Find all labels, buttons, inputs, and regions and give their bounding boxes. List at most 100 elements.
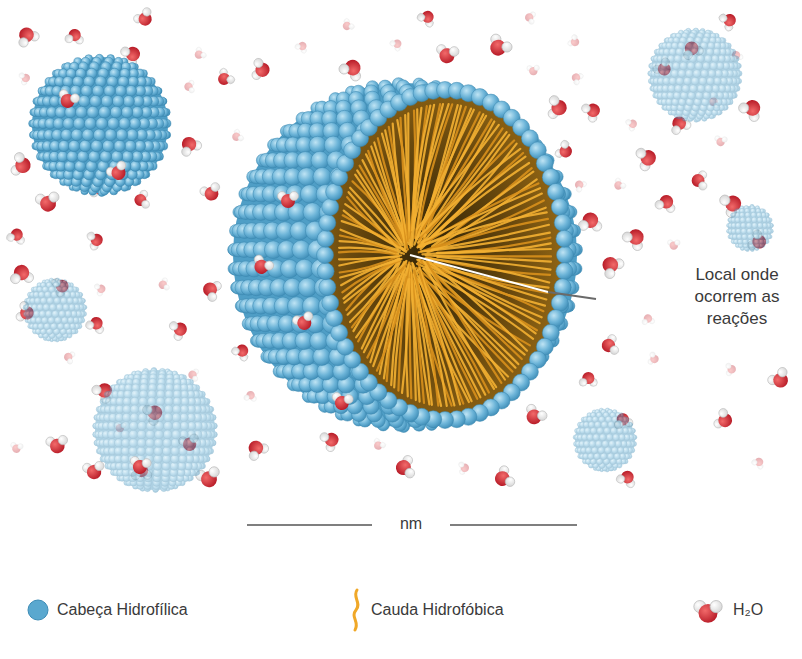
water-molecule <box>10 151 33 178</box>
hydrogen <box>389 39 397 47</box>
hydrophilic-head <box>708 70 716 78</box>
hydrophilic-head <box>44 291 51 298</box>
hydrogen <box>318 431 330 443</box>
hydrophilic-head <box>49 304 56 311</box>
hydrophilic-head <box>588 421 594 427</box>
water-molecule <box>416 7 439 29</box>
hydrogen <box>84 320 95 331</box>
water-molecule <box>718 9 740 33</box>
water-molecule <box>712 407 735 432</box>
hydrogen <box>670 124 682 136</box>
hydrophilic-head <box>59 310 66 317</box>
hydrogen <box>500 40 514 54</box>
micelle-base <box>95 370 215 490</box>
hydrophilic-head <box>38 323 44 329</box>
hydrophilic-head <box>593 434 600 441</box>
hydrogen <box>206 291 218 303</box>
hydrophilic-head <box>758 234 764 240</box>
water-molecule <box>128 456 152 476</box>
water-molecule <box>611 177 627 193</box>
hydrophilic-head <box>145 447 154 456</box>
hydrophilic-head <box>751 217 757 223</box>
hydrophilic-head <box>614 421 621 428</box>
water-molecule <box>567 34 582 50</box>
hydrogen <box>348 23 356 31</box>
water-molecule <box>654 192 678 213</box>
water-molecule <box>620 224 649 253</box>
hydrophilic-head <box>128 76 139 87</box>
hydrophilic-head <box>164 413 173 422</box>
hydrophilic-head <box>65 106 77 118</box>
hydrophilic-head <box>679 62 687 70</box>
hydrophilic-head <box>67 151 78 162</box>
hydrophilic-head <box>92 85 104 97</box>
hydrophilic-head <box>180 413 189 422</box>
hydrophilic-head <box>602 440 609 447</box>
hydrophilic-head <box>615 441 622 448</box>
hydrophilic-head <box>123 405 132 414</box>
hydrogen <box>119 45 132 58</box>
hydrophilic-head <box>60 297 67 304</box>
micelle-surface <box>29 54 171 196</box>
hydrophilic-head <box>604 447 611 454</box>
hydrophilic-head <box>38 291 44 297</box>
water-molecule <box>641 314 655 325</box>
hydrophilic-head <box>156 397 165 406</box>
hydrophilic-head <box>617 427 624 434</box>
hydrophilic-head <box>172 421 181 430</box>
hydrophilic-head <box>64 323 70 329</box>
hydrophilic-head <box>79 140 91 152</box>
hydrophilic-head <box>119 118 131 130</box>
water-molecule <box>176 132 203 158</box>
hydrophilic-head <box>44 323 51 330</box>
hydrophilic-head <box>43 304 50 311</box>
water-molecule <box>554 139 576 163</box>
hydrophilic-head <box>709 98 716 105</box>
hydrophilic-head <box>741 228 747 234</box>
hydrogen <box>69 93 81 105</box>
water-molecule <box>199 277 222 303</box>
water-molecule <box>168 317 190 342</box>
water-molecule <box>6 226 27 245</box>
hydrophilic-head <box>171 439 180 448</box>
hydrophilic-head <box>676 48 684 56</box>
hydrophilic-head <box>594 421 601 428</box>
hydrophilic-head <box>688 92 696 100</box>
hydrophilic-head <box>179 447 188 456</box>
big-micelle <box>228 78 583 433</box>
hydrophilic-head <box>101 95 113 107</box>
hydrogen <box>615 474 626 485</box>
hydrophilic-head <box>695 92 703 100</box>
hydrophilic-head <box>137 447 146 456</box>
hydrogen <box>654 199 665 210</box>
hydrophilic-head <box>313 167 332 186</box>
micelle-surface <box>93 367 218 492</box>
hydrogen <box>115 159 127 171</box>
hydrophilic-head <box>752 223 758 229</box>
hydrophilic-head <box>61 129 73 141</box>
hydrophilic-head <box>699 77 707 85</box>
hydrophilic-head <box>139 397 148 406</box>
hydrophilic-head <box>680 92 688 100</box>
hydrophilic-head <box>617 447 624 454</box>
water-molecule <box>55 88 80 111</box>
hydrophilic-head <box>178 455 186 463</box>
hydrogen <box>18 72 25 79</box>
water-molecule <box>318 427 342 453</box>
hydrophilic-head <box>678 70 686 78</box>
micelle-core <box>327 92 563 418</box>
water-molecule <box>62 350 75 365</box>
hydrogen <box>635 147 648 160</box>
hydrophilic-head <box>693 70 701 78</box>
water-molecule <box>691 171 706 191</box>
hydrophilic-head <box>669 77 677 85</box>
hydrophilic-head <box>715 70 723 78</box>
water-molecule <box>243 436 271 463</box>
hydrophilic-head <box>126 129 138 141</box>
hydrophilic-head <box>129 447 138 456</box>
micelle-surface <box>573 408 637 472</box>
hydrophilic-head <box>129 439 138 448</box>
hydrophilic-head <box>697 55 705 63</box>
hydrophilic-head <box>612 434 619 441</box>
hydrophilic-head <box>54 297 61 304</box>
